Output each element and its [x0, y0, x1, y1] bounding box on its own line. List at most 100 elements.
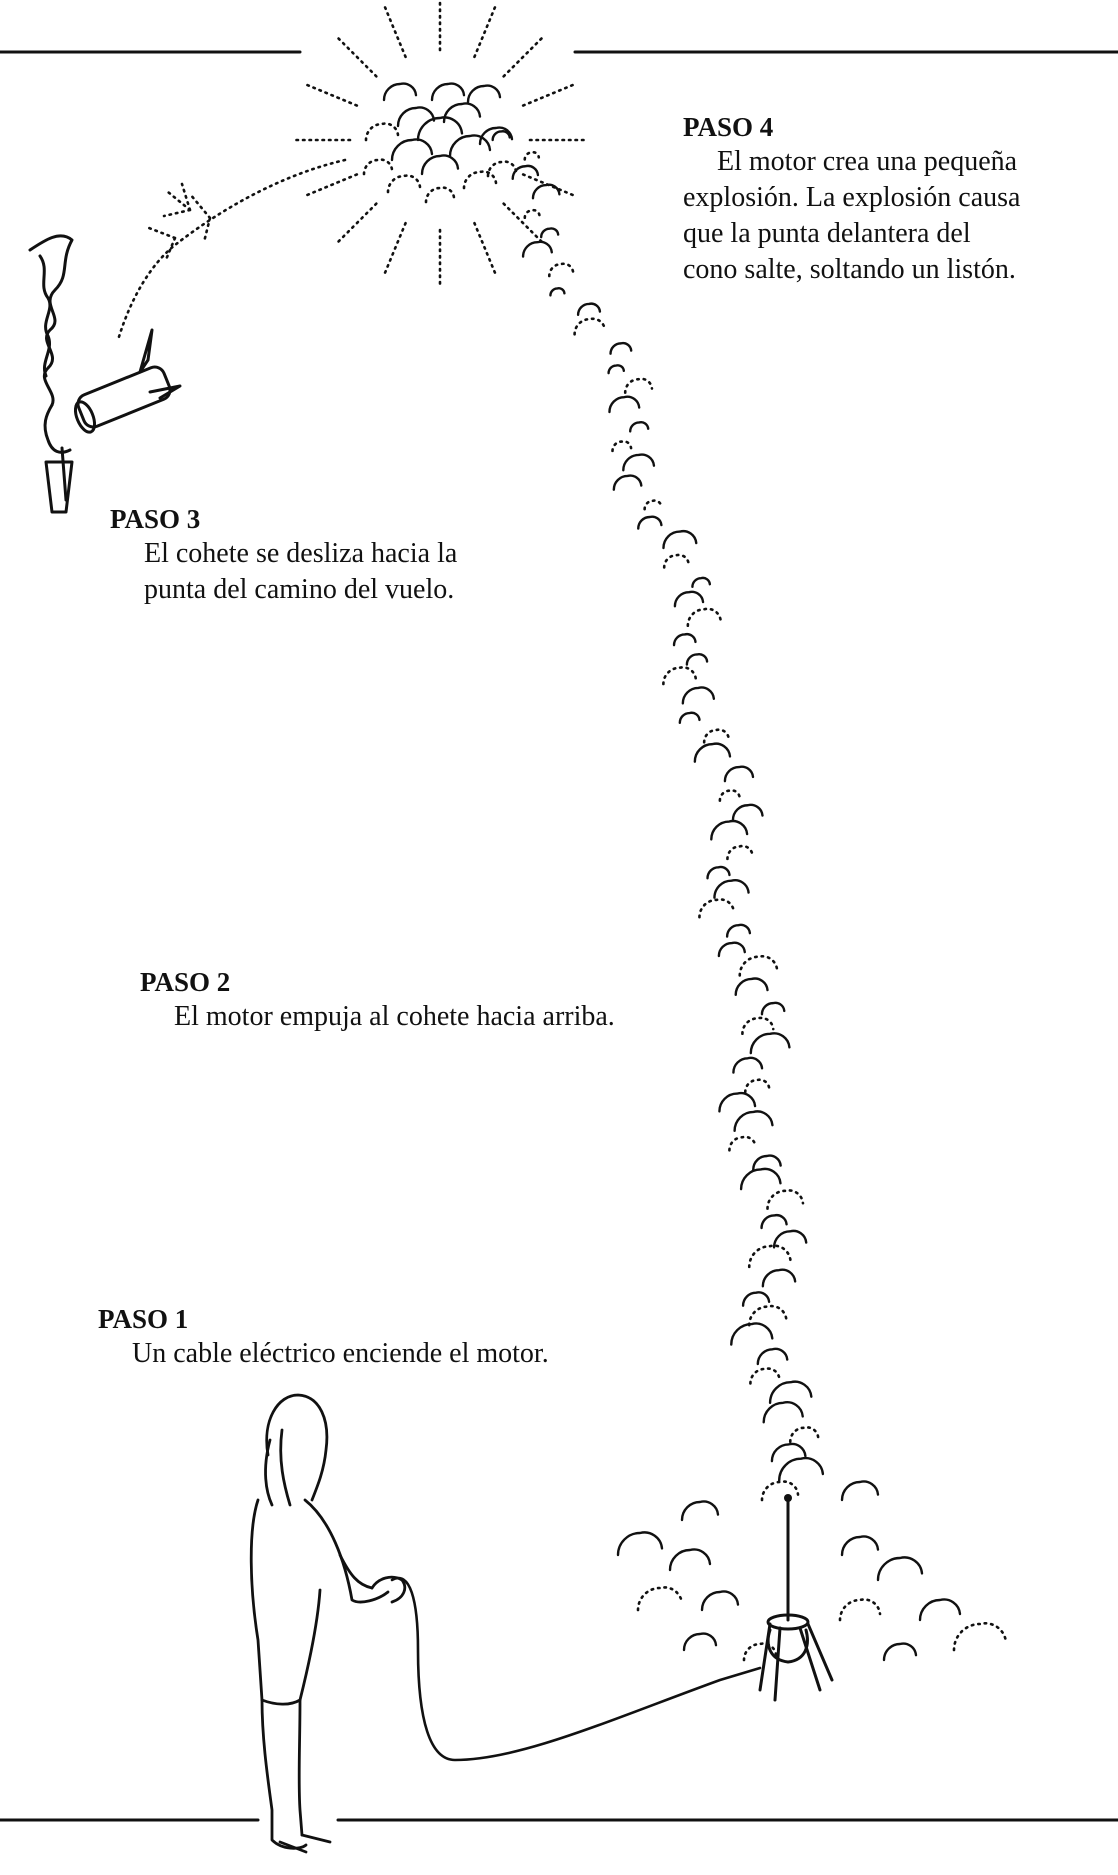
trail-puff: [726, 844, 754, 861]
trail-puff: [768, 1380, 813, 1405]
burst-ray: [473, 4, 497, 59]
trail-puff: [637, 515, 663, 530]
smoke-puff: [952, 1622, 1008, 1652]
trail-puff: [523, 150, 541, 161]
smoke-puff: [840, 1480, 880, 1502]
trail-puff: [731, 803, 764, 822]
smoke-puff: [882, 1642, 918, 1662]
trail-puff: [749, 1032, 791, 1055]
trail-puff: [760, 1213, 788, 1230]
step-4-caption: PASO 4 El motor crea una pequeña explosi…: [683, 110, 1113, 288]
smoke-puff: [840, 1535, 880, 1557]
burst-puff: [448, 134, 492, 158]
smoke-puff: [680, 1500, 720, 1522]
step-2-text: El motor empuja al cohete hacia arriba.: [174, 1001, 615, 1032]
trail-puff: [756, 1347, 789, 1366]
trail-puff: [728, 1135, 757, 1152]
smoke-puff: [682, 1632, 718, 1652]
trail-puff: [673, 590, 705, 608]
rocket-with-streamer: [28, 234, 182, 514]
burst-puff: [416, 116, 464, 142]
trail-puff: [623, 377, 654, 394]
trail-puff: [772, 1229, 808, 1249]
trail-puff: [539, 227, 560, 239]
trail-puff: [788, 1426, 820, 1444]
trail-puff: [743, 1078, 771, 1094]
step-1-caption: PASO 1 Un cable eléctrico enciende el mo…: [98, 1302, 698, 1372]
trail-puff: [681, 686, 716, 705]
trail-puff: [608, 395, 641, 414]
burst-ray: [304, 173, 359, 197]
trail-puff: [607, 364, 626, 375]
smoke-puff: [876, 1556, 924, 1582]
trail-puff: [761, 1268, 797, 1288]
trail-puff: [662, 666, 698, 686]
burst-puff: [362, 158, 394, 176]
trail-puff: [622, 453, 656, 472]
burst-puff: [430, 82, 466, 102]
trail-puff: [762, 1401, 804, 1424]
trail-puff: [686, 607, 722, 628]
burst-puff: [396, 106, 436, 128]
trail-puff: [730, 1322, 774, 1346]
smoke-puff: [636, 1586, 684, 1612]
burst-ray: [473, 221, 497, 276]
trail-puff: [747, 1244, 792, 1269]
trail-puff: [549, 287, 566, 297]
step-2-caption: PASO 2 El motor empuja al cohete hacia a…: [140, 965, 740, 1035]
trail-puff: [547, 262, 575, 278]
burst-puff: [390, 138, 434, 162]
burst-puff: [466, 84, 502, 104]
burst-puff: [424, 186, 456, 204]
trail-puff: [612, 474, 643, 491]
trail-puff: [760, 1480, 800, 1502]
step-3-caption: PASO 3 El cohete se desliza hacia la pun…: [110, 502, 570, 608]
trail-puff: [693, 742, 732, 763]
descent-path: [116, 158, 347, 342]
smoke-puff: [616, 1531, 664, 1557]
trail-puff: [629, 421, 650, 433]
burst-puff: [386, 174, 422, 194]
smoke-puff: [700, 1590, 740, 1612]
smoke-puff: [742, 1642, 778, 1662]
burst-ray: [304, 83, 359, 107]
trail-puff: [718, 1091, 757, 1113]
trail-puff: [723, 765, 755, 783]
trail-puff: [770, 1442, 807, 1463]
step-4-text: El motor crea una pequeña explosión. La …: [683, 146, 1021, 285]
smoke-puff: [838, 1598, 882, 1622]
trail-puff: [511, 164, 540, 181]
trail-puff: [732, 1056, 764, 1074]
smoke-puff: [918, 1598, 962, 1622]
trail-puff: [741, 1291, 771, 1307]
trail-puff: [734, 977, 769, 997]
trail-puff: [609, 341, 633, 355]
burst-puff: [382, 82, 418, 102]
trail-puff: [691, 576, 712, 589]
trail-puff: [760, 1001, 786, 1016]
trail-puff: [643, 499, 663, 511]
burst-puff: [478, 126, 514, 146]
trail-puff: [747, 1304, 788, 1327]
burst-ray: [521, 83, 576, 107]
trail-puff: [576, 302, 602, 317]
ignition-cable: [390, 1576, 762, 1762]
trail-puff: [717, 941, 746, 958]
spark-cluster: [147, 182, 212, 264]
burst-puff: [486, 160, 518, 178]
trail-puff: [710, 819, 749, 841]
trail-puff: [491, 130, 511, 142]
trail-puff: [685, 653, 709, 666]
burst-puff: [442, 102, 482, 124]
trail-puff: [662, 529, 698, 550]
trail-puff: [713, 879, 750, 899]
trail-puff: [739, 1167, 782, 1191]
burst-ray: [502, 36, 544, 78]
trail-puff: [611, 440, 633, 453]
trail-puff: [741, 1016, 775, 1036]
trail-puff: [672, 632, 697, 647]
person-figure: [249, 1393, 407, 1854]
burst-ray: [336, 202, 378, 244]
burst-ray: [502, 202, 544, 244]
